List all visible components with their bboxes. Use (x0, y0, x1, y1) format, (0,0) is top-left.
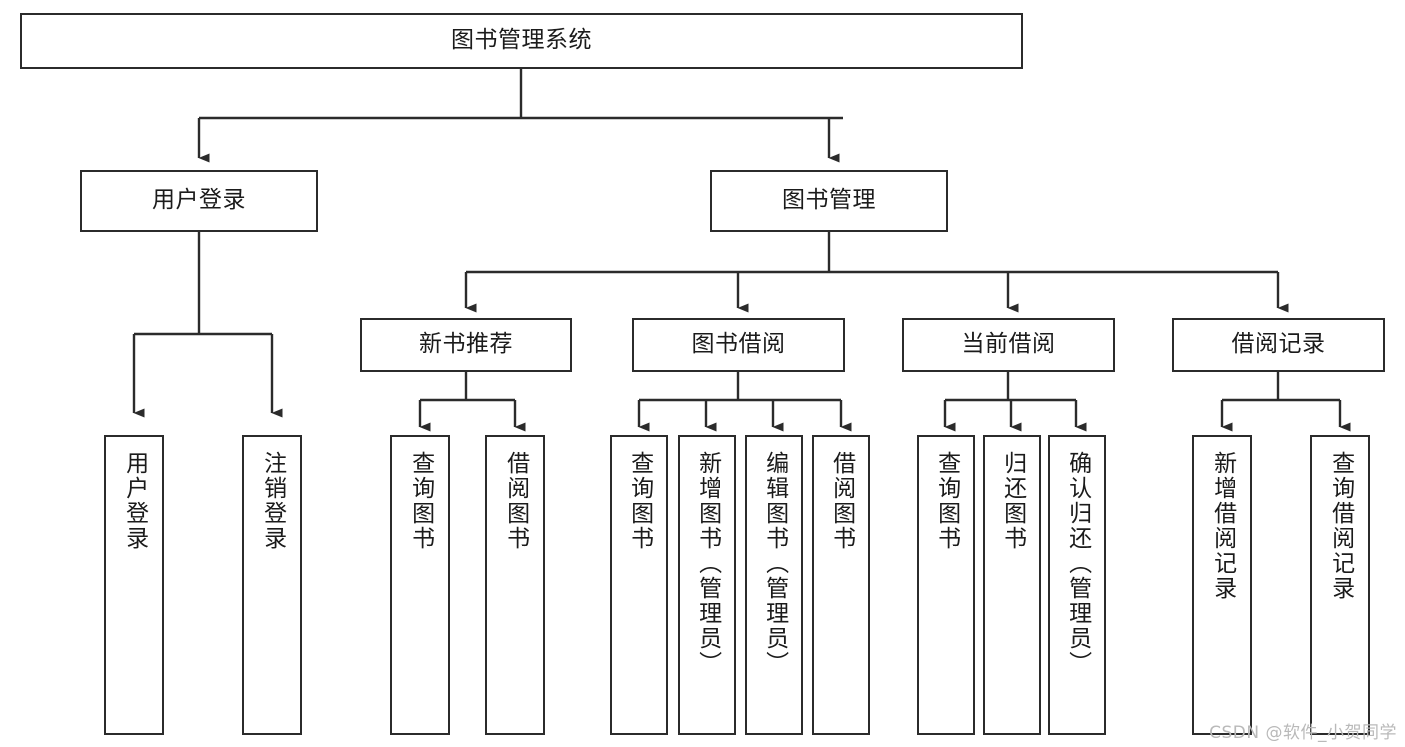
node-root-system-label: 图书管理系统 (451, 27, 592, 54)
node-borrow-record-label: 借阅记录 (1231, 331, 1326, 358)
node-book-management-label: 图书管理 (782, 187, 876, 214)
leaf-current-borrow-query[interactable]: 查询图书 (917, 435, 975, 735)
leaf-user-login-login[interactable]: 用户登录 (104, 435, 164, 735)
leaf-borrow-record-query[interactable]: 查询借阅记录 (1310, 435, 1370, 735)
csdn-watermark: CSDN @软件_小贺同学 (1209, 723, 1397, 743)
leaf-current-borrow-query-label: 查询图书 (933, 451, 960, 551)
leaf-new-book-borrow-label: 借阅图书 (502, 451, 529, 551)
node-user-login-label: 用户登录 (152, 187, 246, 214)
leaf-book-borrow-query-label: 查询图书 (626, 451, 653, 551)
leaf-current-borrow-confirm[interactable]: 确认归还（管理员） (1048, 435, 1106, 735)
leaf-book-borrow-borrow-label: 借阅图书 (828, 451, 855, 551)
node-user-login[interactable]: 用户登录 (80, 170, 318, 232)
node-book-management[interactable]: 图书管理 (710, 170, 948, 232)
leaf-borrow-record-add-label: 新增借阅记录 (1209, 451, 1236, 601)
leaf-current-borrow-return[interactable]: 归还图书 (983, 435, 1041, 735)
leaf-current-borrow-return-label: 归还图书 (999, 451, 1026, 551)
leaf-current-borrow-confirm-label: 确认归还（管理员） (1064, 451, 1091, 676)
node-new-book-recommend[interactable]: 新书推荐 (360, 318, 572, 372)
leaf-user-login-login-label: 用户登录 (121, 451, 148, 551)
node-current-borrow[interactable]: 当前借阅 (902, 318, 1115, 372)
node-root-system[interactable]: 图书管理系统 (20, 13, 1023, 69)
leaf-book-borrow-borrow[interactable]: 借阅图书 (812, 435, 870, 735)
leaf-user-login-logout[interactable]: 注销登录 (242, 435, 302, 735)
node-book-borrow-label: 图书借阅 (691, 331, 786, 358)
leaf-new-book-query-label: 查询图书 (407, 451, 434, 551)
leaf-book-borrow-query[interactable]: 查询图书 (610, 435, 668, 735)
leaf-new-book-borrow[interactable]: 借阅图书 (485, 435, 545, 735)
leaf-new-book-query[interactable]: 查询图书 (390, 435, 450, 735)
leaf-book-borrow-edit[interactable]: 编辑图书（管理员） (745, 435, 803, 735)
leaf-borrow-record-query-label: 查询借阅记录 (1327, 451, 1354, 601)
leaf-book-borrow-add[interactable]: 新增图书（管理员） (678, 435, 736, 735)
leaf-user-login-logout-label: 注销登录 (259, 451, 286, 551)
leaf-book-borrow-add-label: 新增图书（管理员） (694, 451, 721, 676)
node-new-book-recommend-label: 新书推荐 (419, 331, 513, 358)
node-borrow-record[interactable]: 借阅记录 (1172, 318, 1385, 372)
leaf-book-borrow-edit-label: 编辑图书（管理员） (761, 451, 788, 676)
node-current-borrow-label: 当前借阅 (961, 331, 1056, 358)
node-book-borrow[interactable]: 图书借阅 (632, 318, 845, 372)
leaf-borrow-record-add[interactable]: 新增借阅记录 (1192, 435, 1252, 735)
